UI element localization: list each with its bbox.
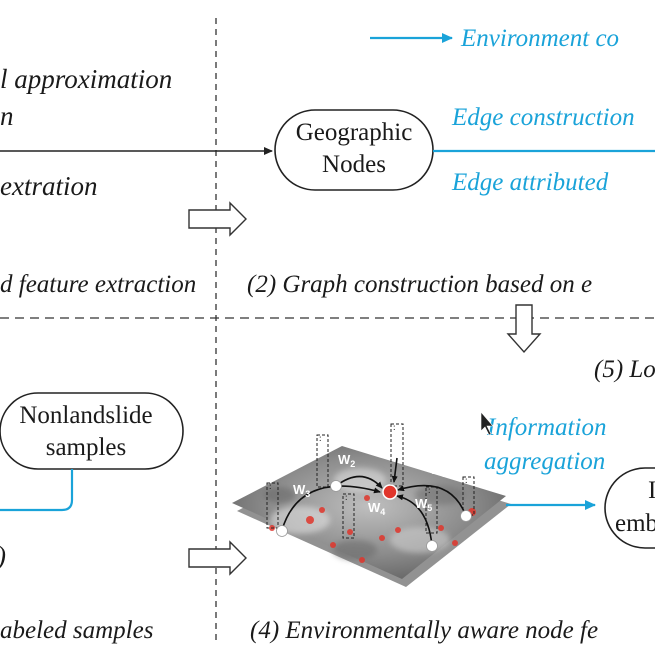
legend-env-label: Environment co: [460, 25, 619, 52]
svg-text::: :: [345, 492, 348, 502]
svg-text::: :: [465, 475, 468, 485]
embedding-line1: I: [648, 477, 655, 504]
left-top-caption: d feature extraction: [0, 271, 196, 298]
column-dots: : : : : : :: [269, 422, 468, 502]
approx-label: l approximation: [0, 64, 172, 94]
info-aggregation-line2: aggregation: [484, 448, 605, 475]
svg-text::: :: [428, 485, 431, 495]
samples-blue-connector: [0, 469, 74, 512]
edge-construction-label: Edge construction: [451, 104, 635, 131]
aggregation-arcs: [281, 457, 467, 547]
weight-w5: W5: [415, 496, 432, 513]
extraction-label: extration: [0, 171, 97, 201]
neighbor-nodes: [276, 480, 472, 552]
graph-caption: (2) Graph construction based on e: [247, 271, 592, 298]
weight-w2: W2: [338, 452, 355, 469]
svg-text::: :: [269, 481, 272, 491]
svg-text::: :: [393, 422, 396, 432]
hollow-down-arrow-icon: [506, 304, 542, 354]
info-aggregation-line1: Information: [486, 414, 606, 441]
center-node: [382, 484, 398, 500]
samples-paren-fragment: ): [0, 541, 6, 571]
samples-caption: abeled samples: [0, 617, 153, 644]
embedding-line2: emb: [615, 510, 655, 537]
geo-node-line2: Nodes: [322, 151, 386, 178]
nonlandslide-node: [0, 392, 184, 470]
cursor-pointer-icon: [480, 411, 494, 436]
weight-w4: W4: [368, 500, 385, 517]
aggregation-caption: (4) Environmentally aware node fe: [250, 617, 598, 644]
nonlandslide-line1: Nonlandslide: [19, 402, 152, 429]
weight-w1: W1: [430, 462, 447, 479]
svg-text::: :: [319, 433, 322, 443]
edge-attributed-label: Edge attributed: [451, 169, 609, 196]
weight-w3: W3: [293, 482, 310, 499]
nonlandslide-line2: samples: [46, 434, 127, 461]
approx-cut-char: n: [0, 101, 14, 131]
hollow-right-arrow-icon-bottom: [188, 540, 247, 576]
step5-label: (5) Lo: [594, 356, 655, 383]
hollow-right-arrow-icon: [188, 201, 247, 237]
embedding-node: [604, 467, 655, 549]
geo-node-line1: Geographic: [296, 119, 413, 146]
feature-columns: [266, 423, 475, 539]
